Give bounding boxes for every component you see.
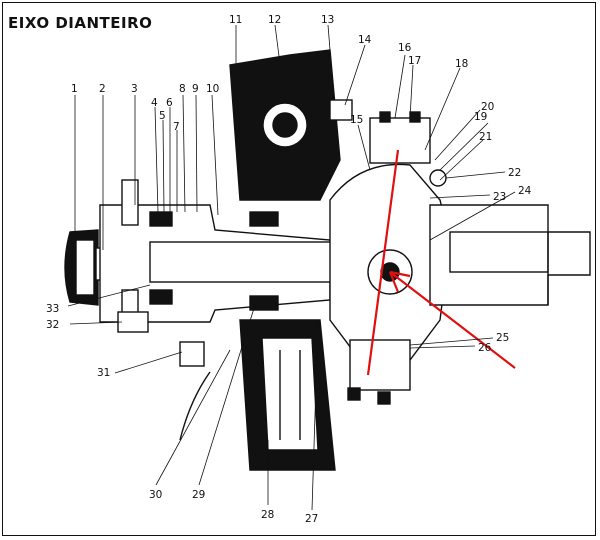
outer-bearing bbox=[149, 211, 173, 305]
part-label-17: 17 bbox=[408, 55, 421, 67]
part-label-22: 22 bbox=[508, 167, 521, 179]
steering-arm-bolt bbox=[429, 169, 447, 187]
part-label-20: 20 bbox=[481, 101, 494, 113]
axle-shaft bbox=[149, 241, 351, 283]
part-label-33: 33 bbox=[46, 303, 59, 315]
drawing-frame bbox=[2, 2, 596, 536]
part-label-13: 13 bbox=[321, 14, 334, 26]
part-label-4: 4 bbox=[151, 97, 158, 109]
part-label-9: 9 bbox=[192, 83, 199, 95]
brake-pipe bbox=[179, 371, 211, 441]
red-kingpin-axis-line bbox=[366, 149, 400, 376]
part-label-23: 23 bbox=[493, 191, 506, 203]
part-label-5: 5 bbox=[159, 110, 166, 122]
part-label-18: 18 bbox=[455, 58, 468, 70]
part-label-15: 15 bbox=[350, 114, 363, 126]
grease-fitting bbox=[179, 341, 205, 367]
part-label-10: 10 bbox=[206, 83, 219, 95]
red-annotation bbox=[366, 149, 516, 376]
part-label-1: 1 bbox=[71, 83, 78, 95]
hub-cap-inner bbox=[75, 239, 95, 296]
hub-flange bbox=[121, 179, 139, 226]
red-arrow-shaft bbox=[389, 271, 516, 369]
part-label-31: 31 bbox=[97, 367, 110, 379]
part-label-12: 12 bbox=[268, 14, 281, 26]
part-label-30: 30 bbox=[149, 489, 162, 501]
tie-rod-bolt bbox=[117, 311, 149, 333]
part-label-2: 2 bbox=[99, 83, 106, 95]
part-label-28: 28 bbox=[261, 509, 274, 521]
upper-kingpin-boss bbox=[369, 117, 431, 164]
part-label-21: 21 bbox=[479, 131, 492, 143]
inner-bearing bbox=[249, 211, 279, 311]
part-label-6: 6 bbox=[166, 97, 173, 109]
lower-kingpin-boss bbox=[349, 339, 411, 391]
diagram-title: EIXO DIANTEIRO bbox=[8, 14, 153, 32]
part-label-25: 25 bbox=[496, 332, 509, 344]
part-label-3: 3 bbox=[131, 83, 138, 95]
part-label-11: 11 bbox=[229, 14, 242, 26]
leader-lines bbox=[67, 24, 516, 511]
part-label-27: 27 bbox=[305, 513, 318, 525]
part-label-24: 24 bbox=[518, 185, 532, 197]
part-label-16: 16 bbox=[398, 42, 412, 54]
red-arrowhead bbox=[388, 270, 411, 293]
part-labels: 1 2 3 4 5 6 7 8 9 10 11 12 13 14 15 16 1… bbox=[46, 14, 532, 525]
part-label-29: 29 bbox=[192, 489, 205, 501]
part-label-32: 32 bbox=[46, 319, 59, 331]
part-label-8: 8 bbox=[179, 83, 186, 95]
part-label-19: 19 bbox=[474, 111, 487, 123]
part-label-14: 14 bbox=[358, 34, 372, 46]
part-label-26: 26 bbox=[478, 342, 492, 354]
axle-assembly bbox=[64, 49, 591, 471]
part-label-7: 7 bbox=[173, 121, 180, 133]
